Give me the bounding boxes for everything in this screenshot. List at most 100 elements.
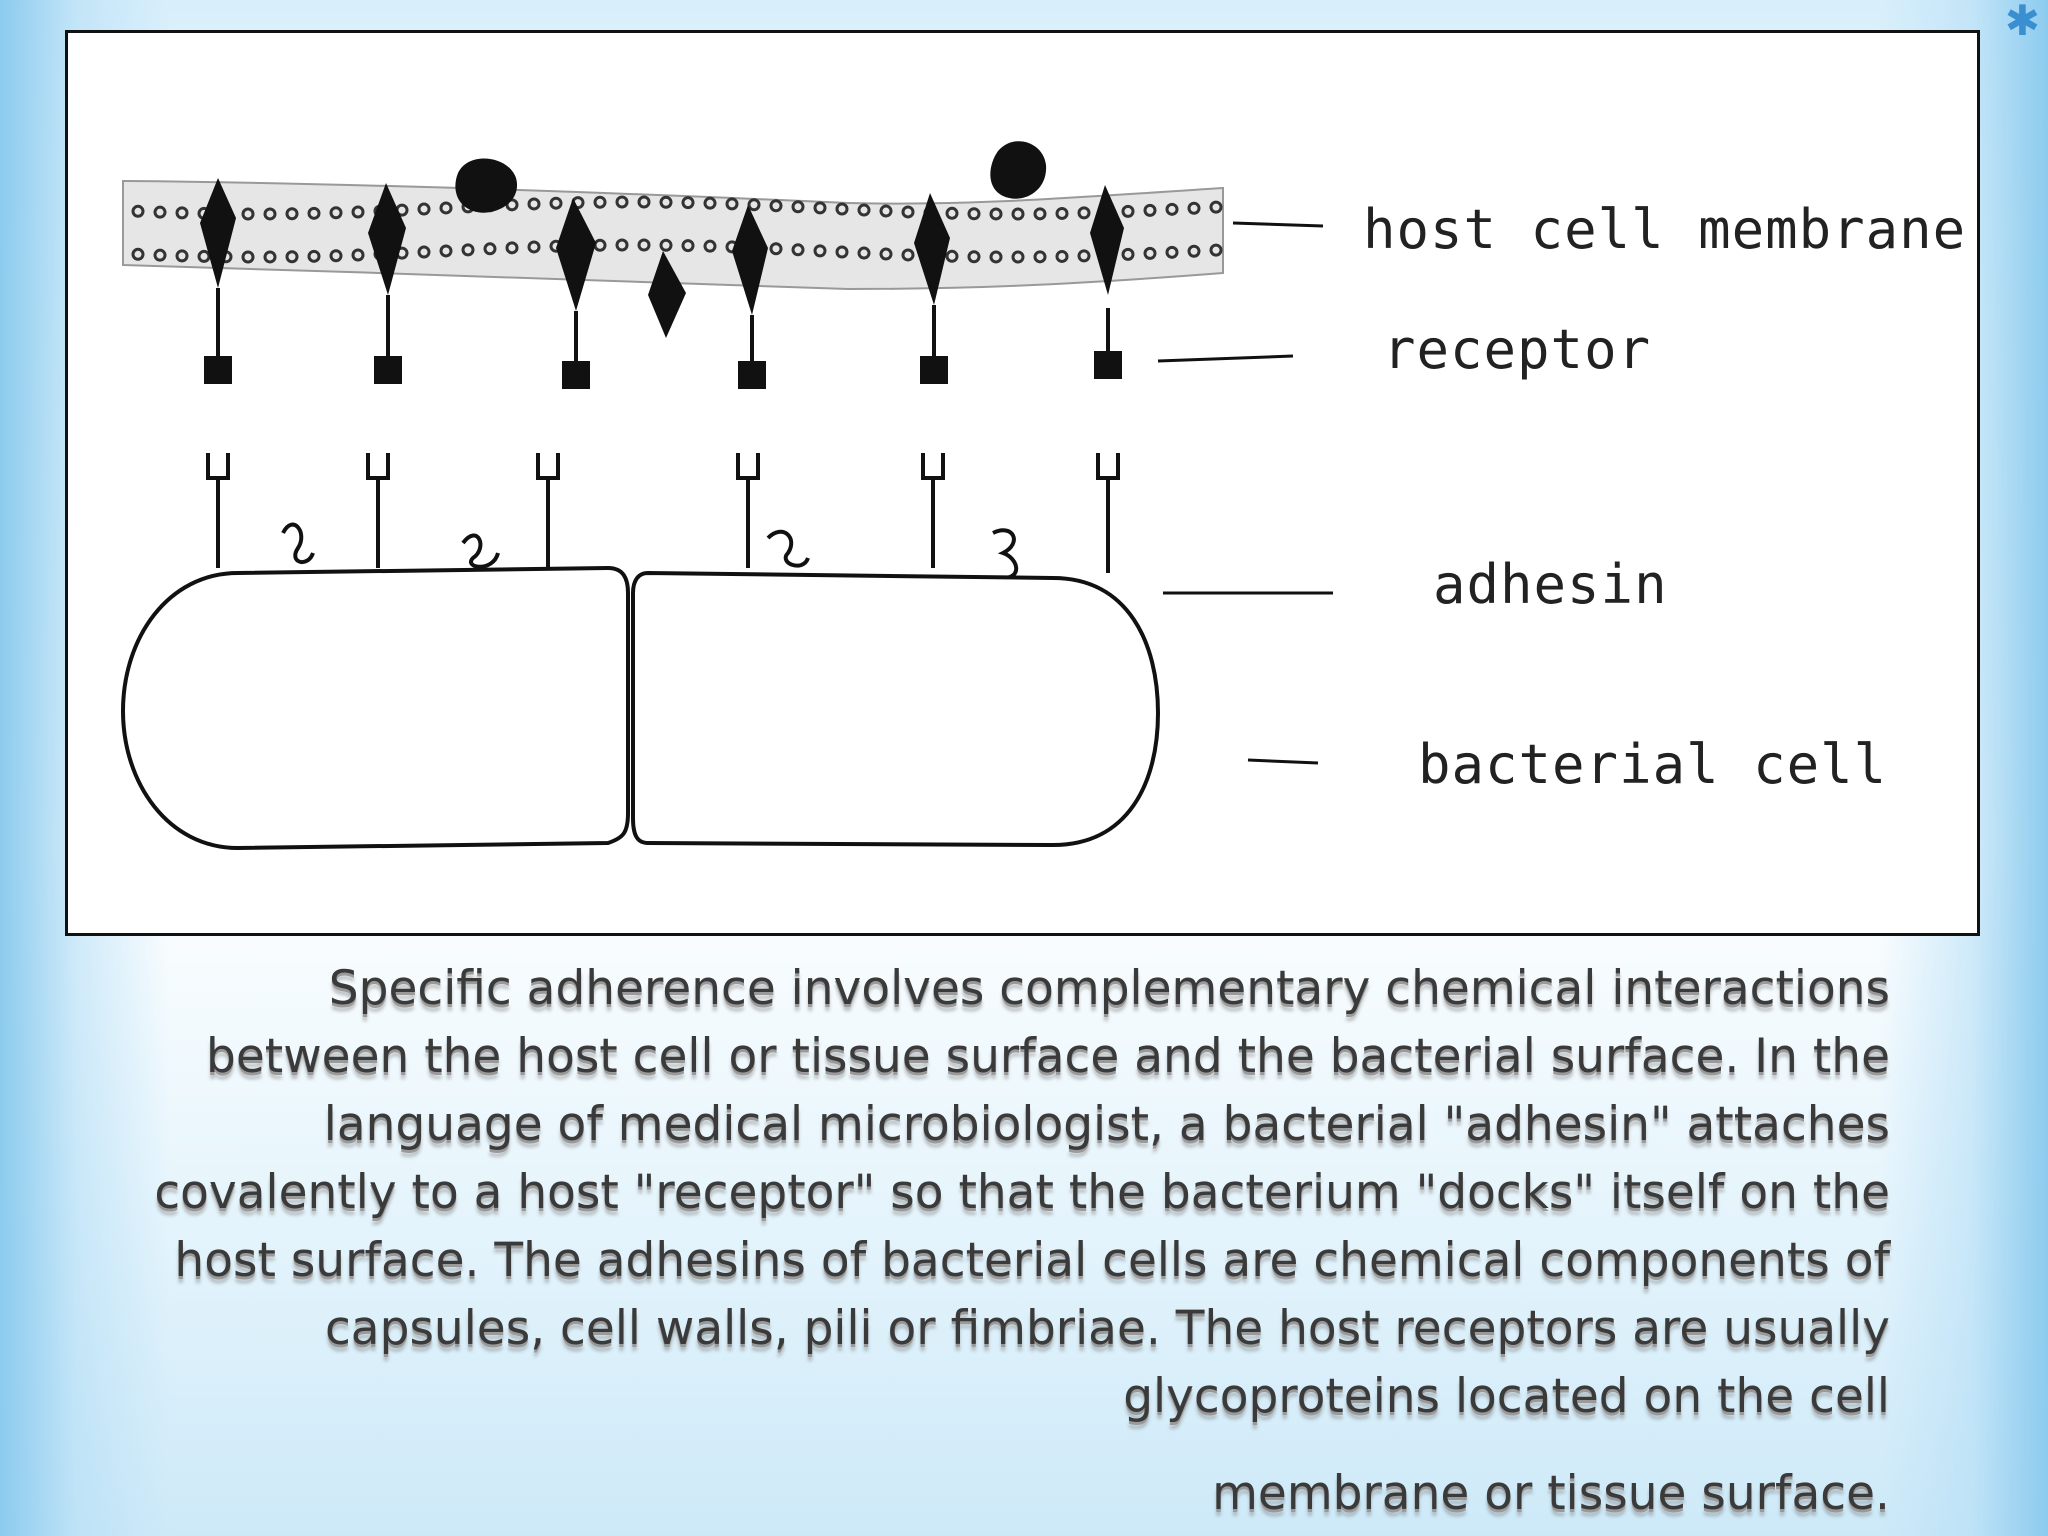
lipid-head (417, 202, 431, 216)
lipid-head (483, 242, 497, 256)
membrane-protein (1090, 185, 1124, 295)
label-adhesin: adhesin (1433, 553, 1668, 616)
lipid-head (549, 196, 563, 210)
adhesins (206, 453, 1120, 580)
lipid-head (945, 206, 959, 220)
lipid-head (439, 244, 453, 258)
lipid-head (989, 207, 1003, 221)
lipid-head (1033, 250, 1047, 264)
lipid-head (967, 207, 981, 221)
membrane-protein (556, 198, 596, 311)
lipid-head (791, 243, 805, 257)
membrane-protein (200, 178, 236, 288)
lipid-head (329, 206, 343, 220)
lipid-head (637, 195, 651, 209)
lipid-head (835, 245, 849, 259)
lipid-head (769, 199, 783, 213)
lipid-head (307, 206, 321, 220)
caption-paragraph: Specific adherence involves complementar… (154, 961, 1890, 1424)
lipid-head (901, 248, 915, 262)
lipid-head (593, 195, 607, 209)
lipid-head (1143, 203, 1157, 217)
lipid-head (681, 196, 695, 210)
lipid-head (417, 245, 431, 259)
lipid-head (1011, 207, 1025, 221)
lipid-head (505, 241, 519, 255)
membrane-blob (455, 158, 518, 213)
bacterial-cells (120, 565, 1161, 851)
leader-lines (1157, 221, 1333, 765)
lipid-head (879, 204, 893, 218)
diagram-drawing (120, 141, 1333, 851)
lipid-head (835, 202, 849, 216)
lipid-head (879, 247, 893, 261)
lipid-head (659, 195, 673, 209)
lipid-head (527, 240, 541, 254)
lipid-head (527, 197, 541, 211)
lipid-head (439, 201, 453, 215)
lipid-head (461, 243, 475, 257)
receptors (204, 288, 1122, 389)
lipid-head (1077, 206, 1091, 220)
membrane-protein (648, 251, 686, 338)
lipid-head (813, 201, 827, 215)
lipid-head (857, 246, 871, 260)
lipid-head (1055, 206, 1069, 220)
lipid-head (615, 238, 629, 252)
label-receptor: receptor (1383, 318, 1652, 381)
lipid-head (681, 239, 695, 253)
lipid-head (1033, 207, 1047, 221)
label-host-cell-membrane: host cell membrane (1363, 198, 1967, 261)
lipid-head (703, 239, 717, 253)
lipid-head (307, 249, 321, 263)
membrane-protein (914, 193, 950, 305)
membrane-protein (368, 183, 406, 295)
lipid-head (241, 207, 255, 221)
lipid-head (747, 198, 761, 212)
lipid-head (1011, 250, 1025, 264)
lipid-head (351, 248, 365, 262)
membrane-protein (732, 205, 768, 315)
lipid-head (1077, 249, 1091, 263)
lipid-head (791, 200, 805, 214)
lipid-head (131, 247, 145, 261)
lipid-head (197, 249, 211, 263)
lipid-head (967, 250, 981, 264)
lipid-head (329, 249, 343, 263)
lipid-head (131, 204, 145, 218)
lipid-head (153, 248, 167, 262)
lipid-head (1165, 202, 1179, 216)
lipid-head (637, 238, 651, 252)
lipid-head (945, 249, 959, 263)
lipid-head (769, 242, 783, 256)
lipid-head (1187, 201, 1201, 215)
lipid-head (175, 206, 189, 220)
lipid-head (1165, 245, 1179, 259)
lipid-head (1121, 247, 1135, 261)
lipid-head (263, 250, 277, 264)
membrane-blob (990, 141, 1047, 199)
lipid-head (1143, 246, 1157, 260)
adherence-diagram: host cell membrane receptor adhesin bact… (65, 30, 1980, 936)
lipid-head (285, 207, 299, 221)
lipid-head (901, 205, 915, 219)
lipid-head (505, 198, 519, 212)
lipid-head (989, 250, 1003, 264)
lipid-head (241, 250, 255, 264)
lipid-head (285, 250, 299, 264)
label-bacterial-cell: bacterial cell (1418, 733, 1888, 796)
lipid-head (1209, 200, 1223, 214)
lipid-head (1055, 249, 1069, 263)
membrane-proteins (200, 141, 1124, 338)
lipid-head (813, 244, 827, 258)
lipid-head (615, 195, 629, 209)
lipid-head (857, 203, 871, 217)
caption-last-line: membrane or tissue surface. (1212, 1466, 1890, 1521)
lipid-head (1121, 204, 1135, 218)
lipid-head (1187, 244, 1201, 258)
lipid-head (725, 197, 739, 211)
lipid-head (263, 207, 277, 221)
lipid-head (175, 249, 189, 263)
lipid-head (703, 196, 717, 210)
star-decoration-icon: ✱ (2004, 0, 2040, 45)
